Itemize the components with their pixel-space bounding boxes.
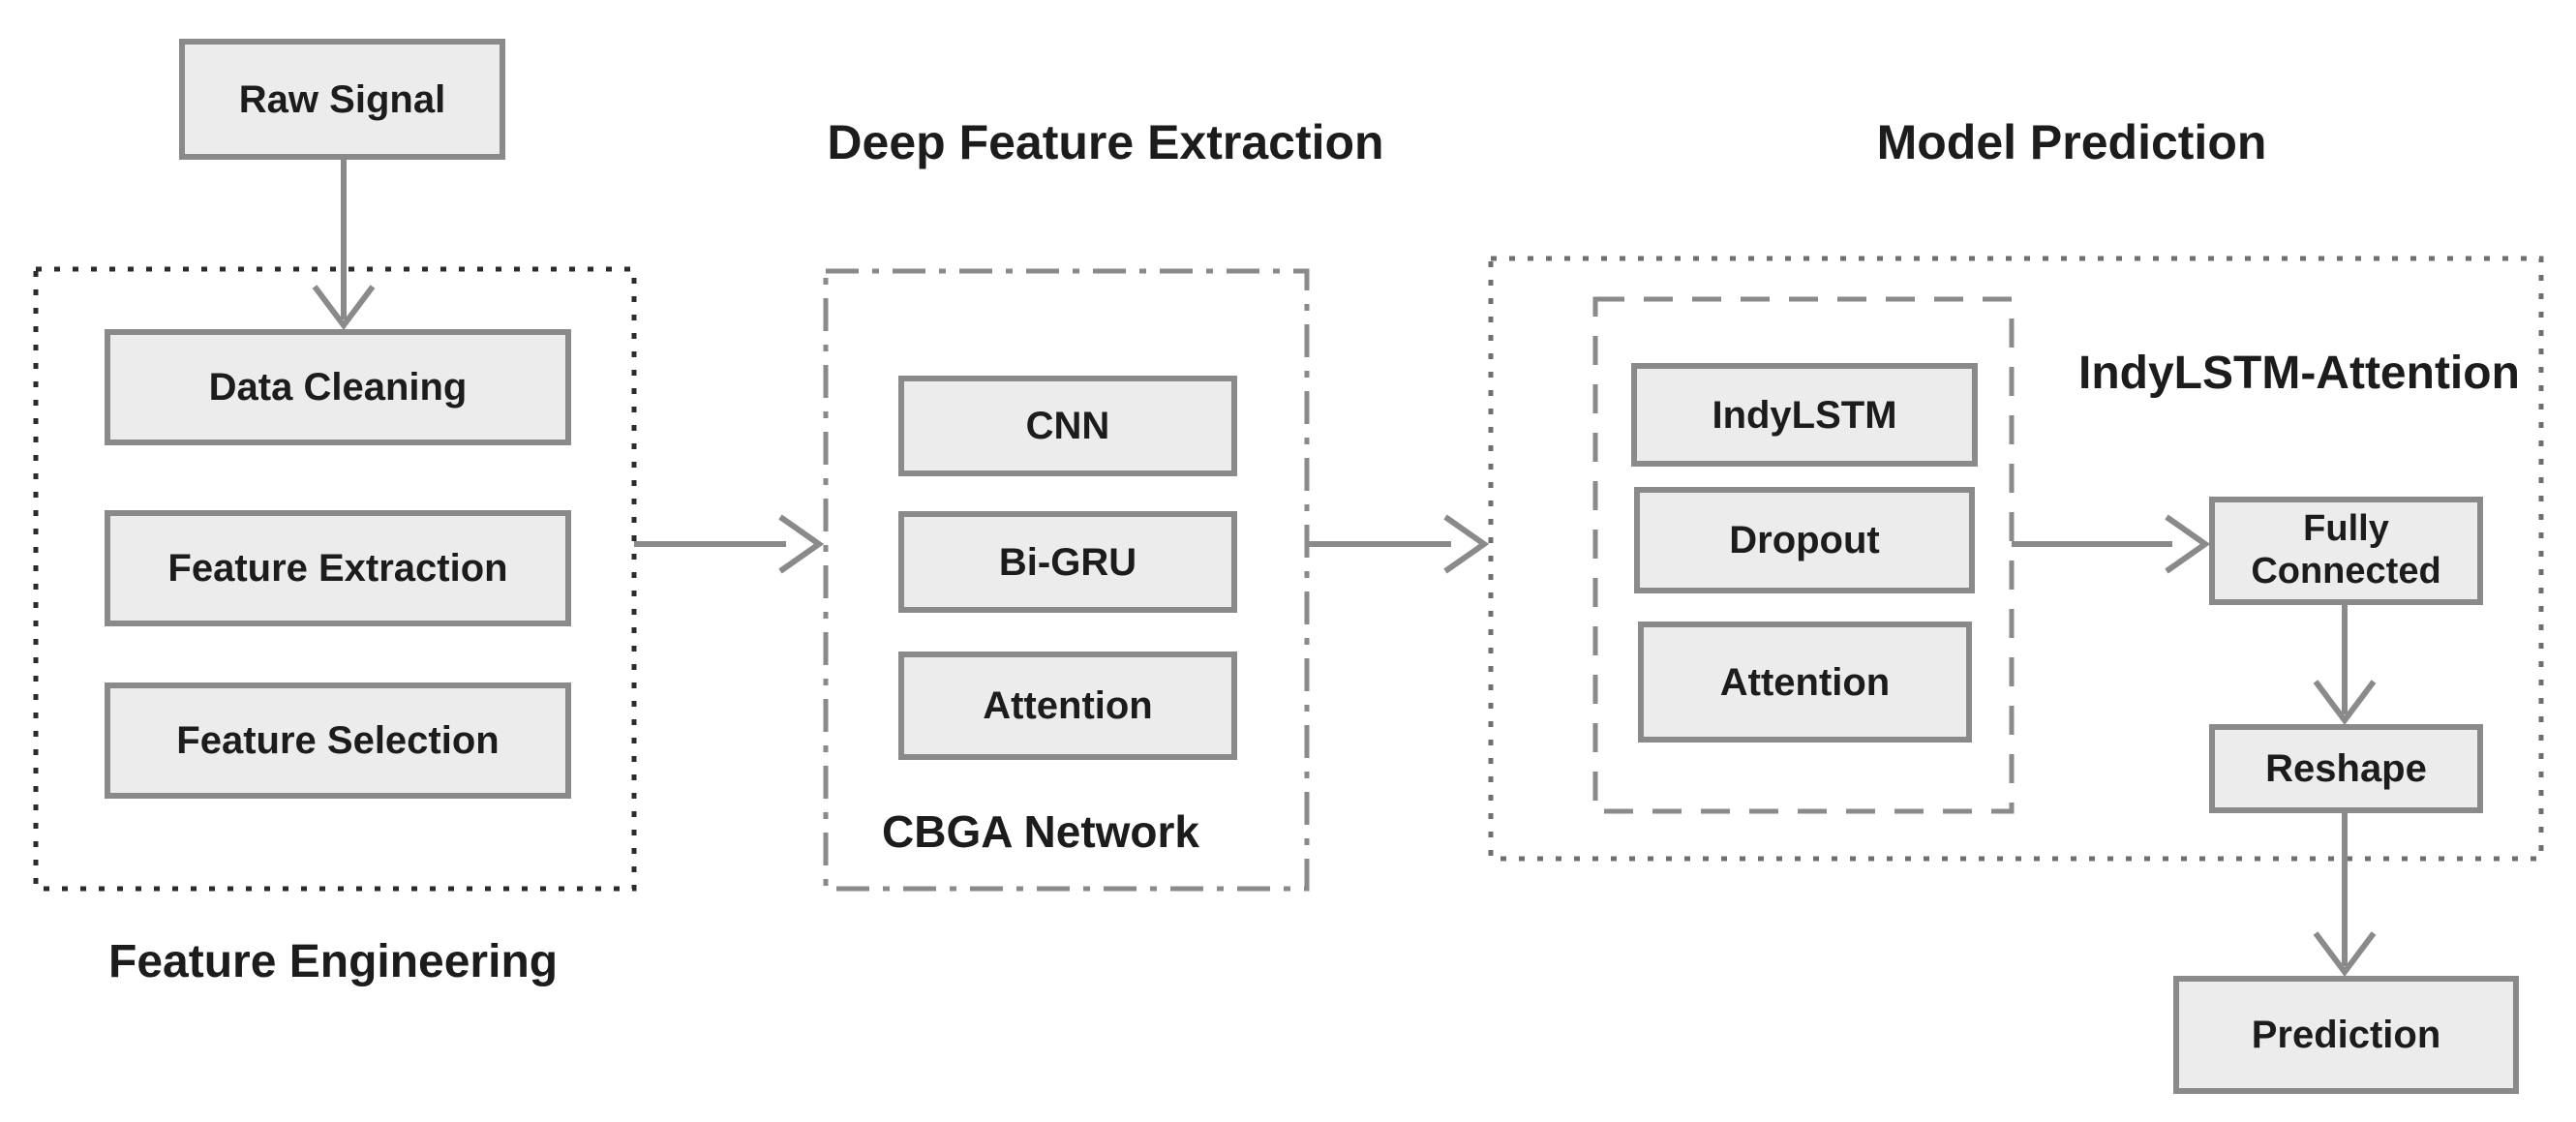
raw-signal-box: Raw Signal <box>179 39 505 160</box>
feature-selection-box: Feature Selection <box>105 682 571 799</box>
cnn-box: CNN <box>898 376 1237 476</box>
arrow-raw-signal-to-data-cleaning <box>312 158 376 330</box>
cbga-network-container <box>823 268 1310 892</box>
indylstm-attention-label: IndyLSTM-Attention <box>2078 348 2520 399</box>
arrow-fully-connected-to-reshape <box>2313 605 2377 725</box>
reshape-box: Reshape <box>2209 724 2483 813</box>
fully-connected-box: Fully Connected <box>2209 497 2483 605</box>
feature-engineering-label: Feature Engineering <box>108 936 559 987</box>
prediction-box: Prediction <box>2173 976 2519 1094</box>
attention-box-indylstm: Attention <box>1638 622 1972 743</box>
arrow-cbga-to-model-prediction <box>1307 514 1490 574</box>
feature-extraction-box: Feature Extraction <box>105 510 571 626</box>
feature-engineering-container <box>33 266 637 892</box>
arrow-indylstm-to-fully-connected <box>2012 514 2211 574</box>
dropout-box: Dropout <box>1634 487 1975 593</box>
indylstm-attention-container <box>1592 296 2015 814</box>
bi-gru-box: Bi-GRU <box>898 511 1237 613</box>
model-prediction-title: Model Prediction <box>1876 115 2267 169</box>
data-cleaning-box: Data Cleaning <box>105 329 571 445</box>
arrow-reshape-to-prediction <box>2313 813 2377 977</box>
deep-feature-extraction-title: Deep Feature Extraction <box>827 115 1384 169</box>
arrow-feature-eng-to-cbga <box>634 514 825 574</box>
model-prediction-container <box>1488 256 2544 862</box>
indylstm-box: IndyLSTM <box>1631 363 1978 467</box>
attention-box-cbga: Attention <box>898 652 1237 760</box>
cbga-network-label: CBGA Network <box>882 806 1199 857</box>
